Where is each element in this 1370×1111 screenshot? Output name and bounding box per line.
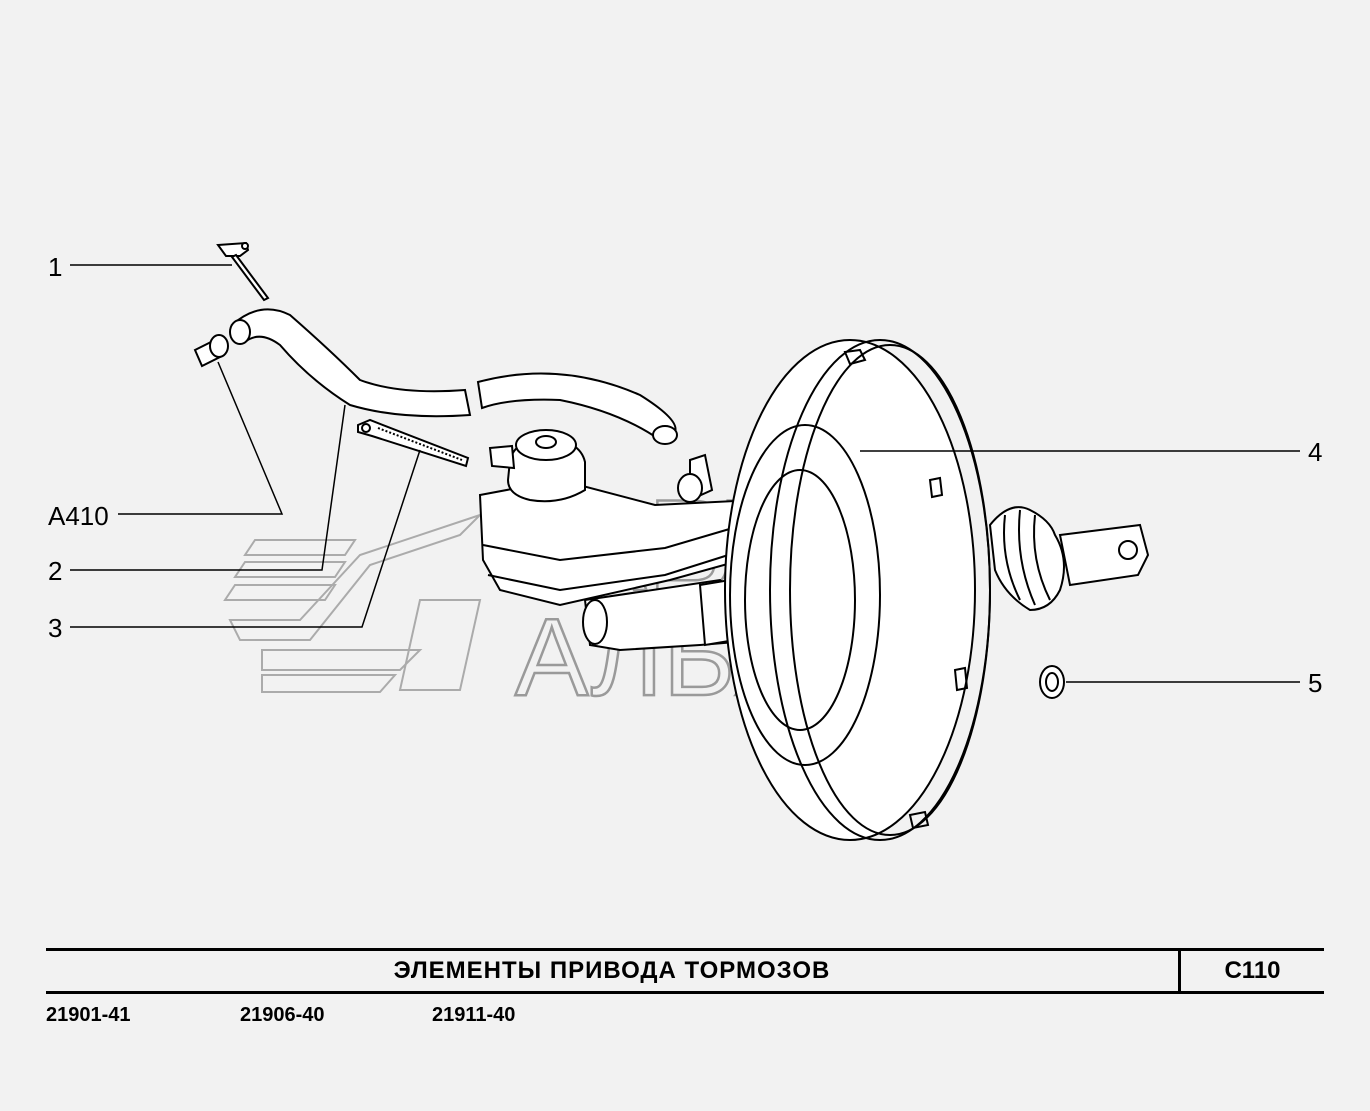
diagram-title: ЭЛЕМЕНТЫ ПРИВОДА ТОРМОЗОВ [46,951,1181,991]
model-number: 21911-40 [432,1004,516,1026]
callout-4: 4 [1308,437,1323,467]
leader-lines [70,264,1300,683]
title-block: ЭЛЕМЕНТЫ ПРИВОДА ТОРМОЗОВ C110 [46,948,1324,994]
brake-fluid-reservoir [478,429,767,607]
cable-tie-part-3 [357,418,470,468]
callout-5: 5 [1308,668,1323,698]
vacuum-brake-booster [724,339,991,841]
hose-clamp-part-1 [216,241,270,302]
pushrod-boot [988,506,1150,612]
nut-part-5 [1039,665,1065,699]
callout-2: 2 [48,556,63,586]
plug-part-A410 [193,334,229,368]
hose-part-2 [229,308,678,445]
callout-1: 1 [48,252,63,282]
callout-3: 3 [48,613,63,643]
model-number: 21906-40 [240,1004,325,1026]
diagram-code: C110 [1224,957,1281,984]
watermark-logo [223,514,482,693]
callout-A410: A410 [48,501,109,531]
model-number: 21901-41 [46,1004,131,1026]
